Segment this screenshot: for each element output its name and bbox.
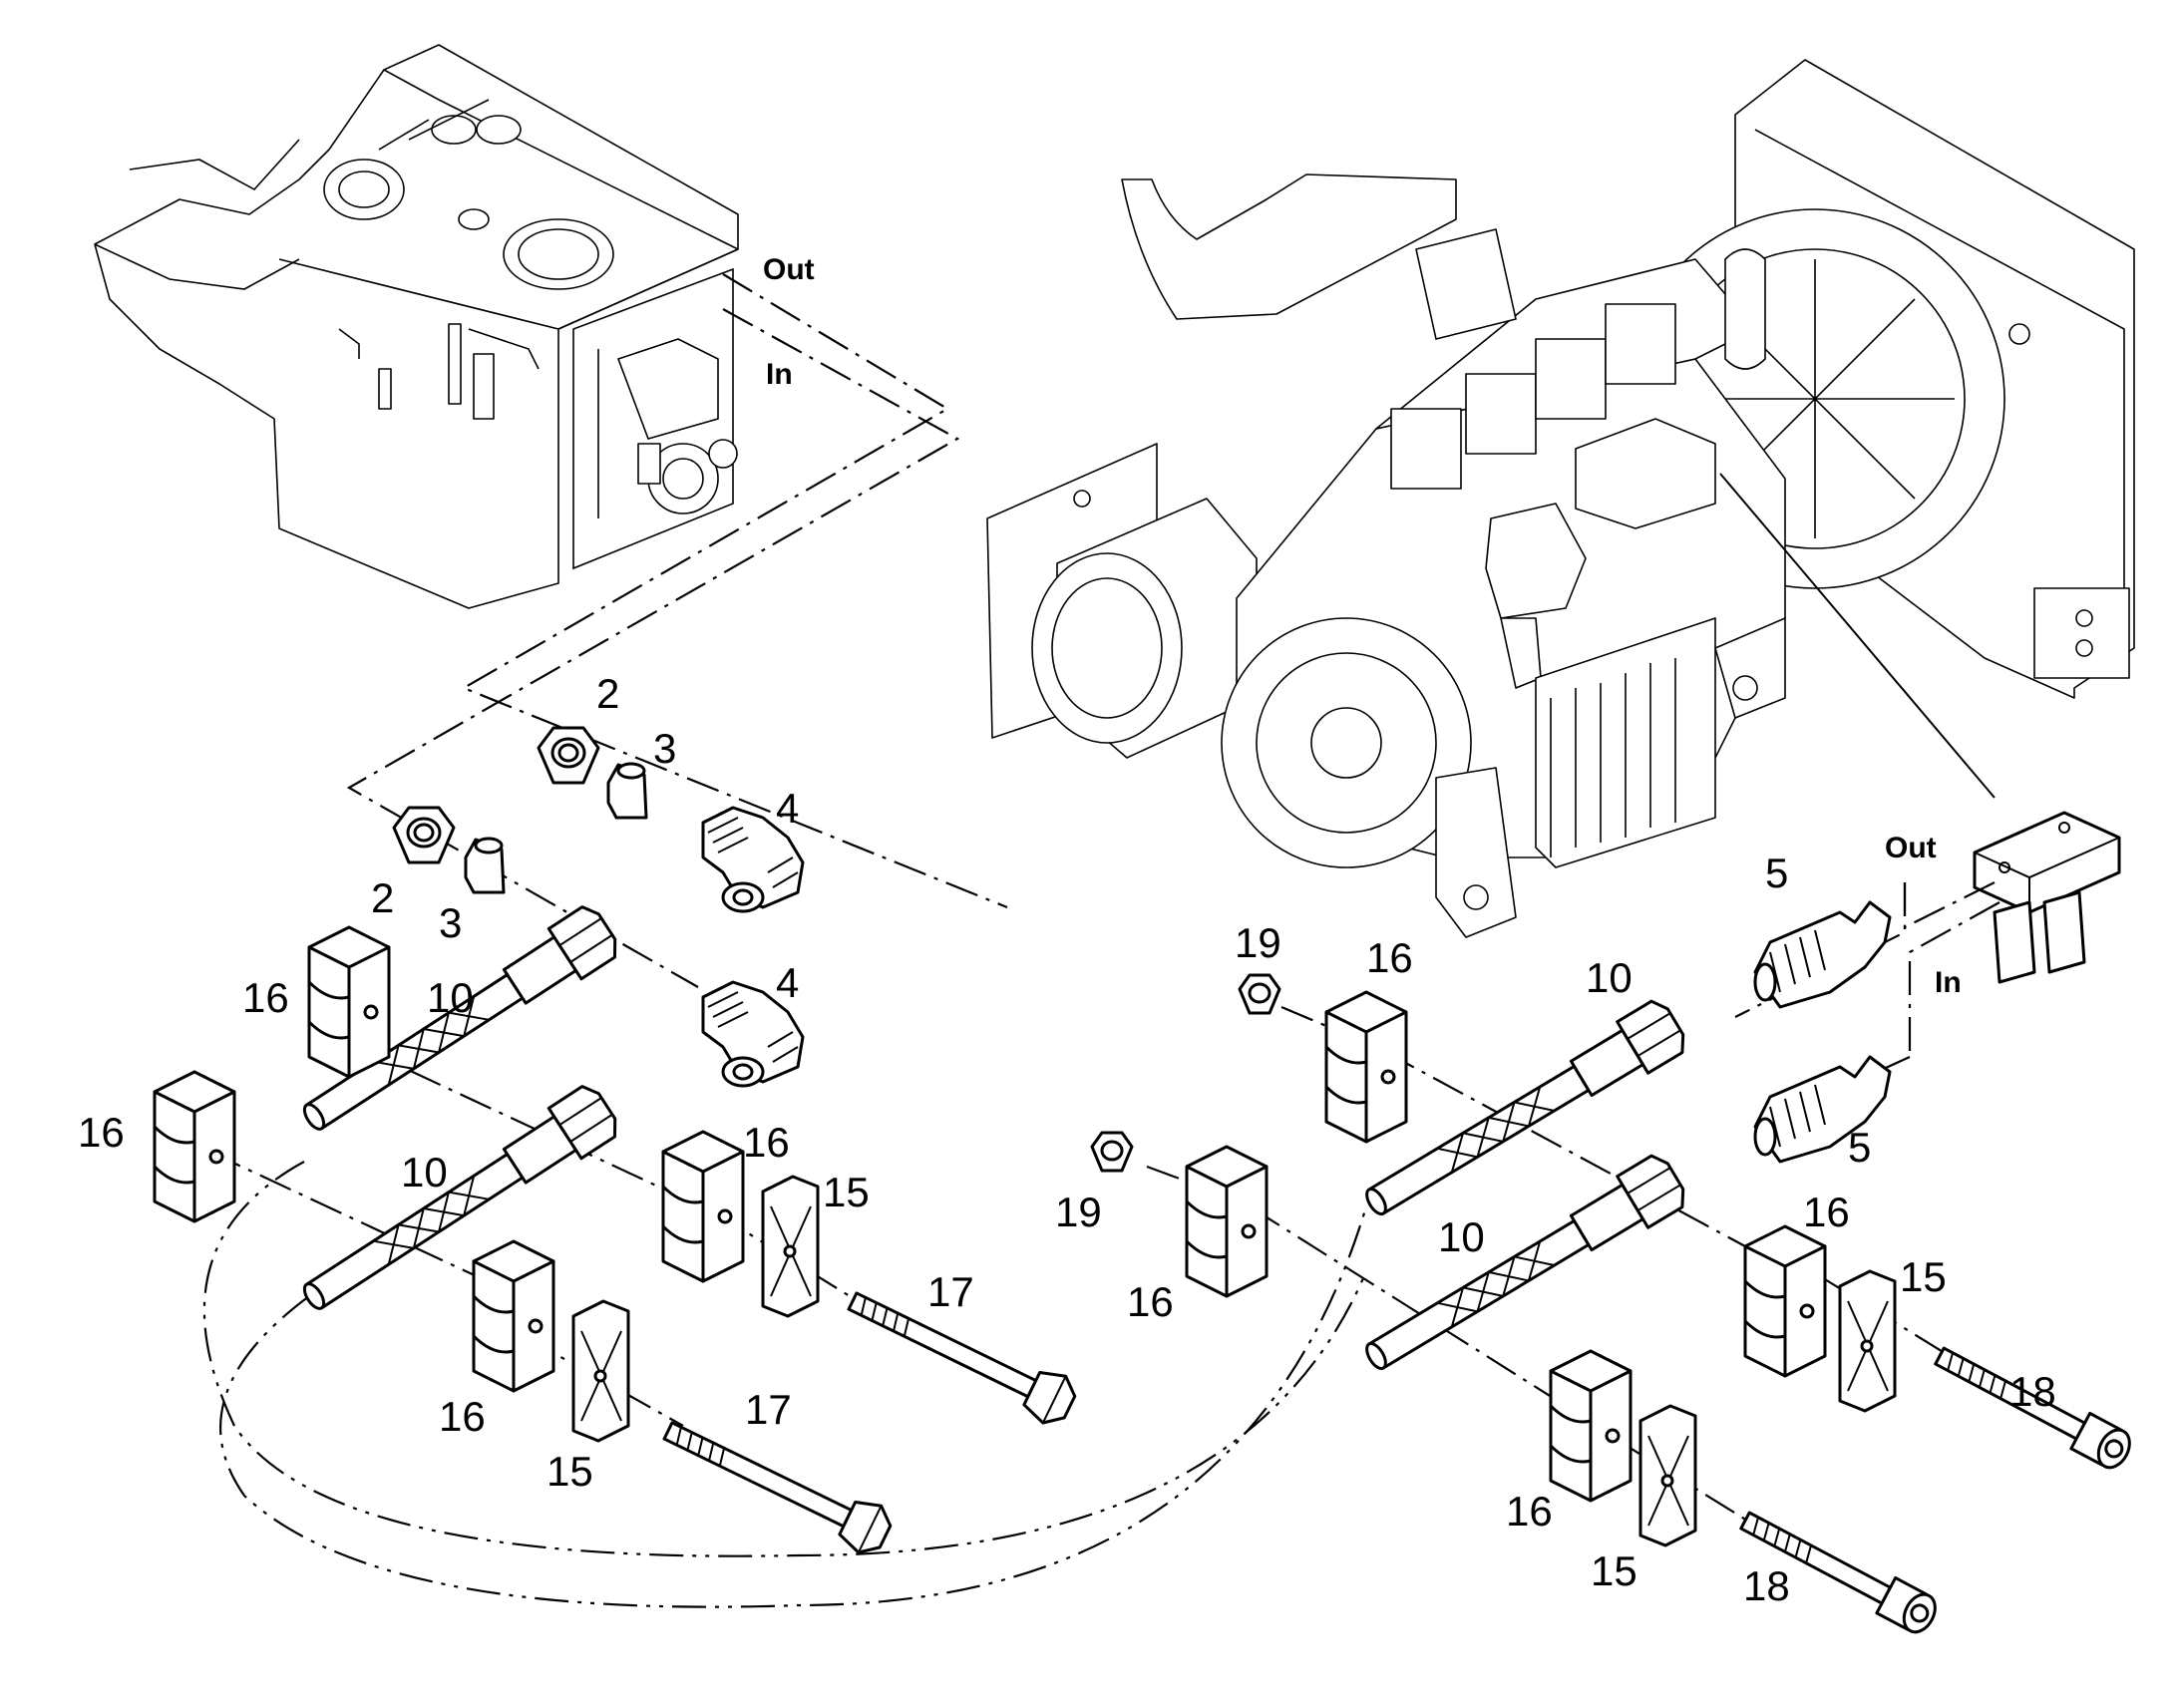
callout-16-d: 16 <box>439 1393 486 1440</box>
callout-15-a: 15 <box>823 1169 870 1215</box>
callout-16-h: 16 <box>1506 1488 1553 1535</box>
callout-16-f: 16 <box>1127 1278 1174 1325</box>
callout-18-lower: 18 <box>1743 1562 1790 1609</box>
callout-16-e: 16 <box>1366 934 1413 981</box>
callout-19-lower: 19 <box>1055 1189 1102 1235</box>
fitting-5-upper <box>1753 900 1892 1009</box>
nut-19-lower <box>1090 1131 1134 1173</box>
callout-10-b: 10 <box>401 1149 448 1196</box>
tank-in-label: In <box>766 358 793 391</box>
clamp-16-d <box>472 1239 555 1393</box>
callout-19-upper: 19 <box>1235 919 1281 966</box>
nut-2-lower <box>392 806 456 864</box>
sleeve-3-upper <box>606 762 648 820</box>
engine <box>986 59 2135 938</box>
callout-16-c: 16 <box>743 1119 790 1166</box>
tank-out-label: Out <box>763 253 815 286</box>
callout-16-b: 16 <box>78 1109 125 1156</box>
callout-15-b: 15 <box>546 1448 593 1495</box>
callout-5-lower: 5 <box>1848 1124 1871 1171</box>
sleeve-3-lower <box>464 837 506 894</box>
callout-2-upper: 2 <box>596 670 619 717</box>
callout-18-upper: 18 <box>2009 1368 2056 1415</box>
hydraulic-tank <box>94 44 739 609</box>
block-out-label: Out <box>1885 832 1937 864</box>
nut-2-upper <box>537 726 600 785</box>
clamp-16-g <box>1743 1224 1827 1378</box>
plate-15-d <box>1638 1404 1697 1547</box>
callout-4-upper: 4 <box>776 785 799 832</box>
clamp-16-b <box>153 1070 236 1223</box>
callout-17-upper: 17 <box>927 1268 974 1315</box>
callout-16-a: 16 <box>242 974 289 1021</box>
callout-5-upper: 5 <box>1765 850 1788 896</box>
plate-15-c <box>1838 1269 1897 1413</box>
clamp-16-h <box>1549 1349 1633 1503</box>
clamp-16-f <box>1185 1145 1269 1298</box>
callout-10-c: 10 <box>1586 954 1633 1001</box>
callout-3-upper: 3 <box>653 725 676 772</box>
clamp-16-c <box>661 1130 745 1283</box>
clamp-16-a <box>307 925 391 1079</box>
plate-15-b <box>571 1299 630 1443</box>
callout-10-d: 10 <box>1438 1213 1485 1260</box>
callout-16-g: 16 <box>1803 1189 1850 1235</box>
callout-10-a: 10 <box>427 974 474 1021</box>
callout-2-lower: 2 <box>371 874 394 921</box>
hose-10-left-lower <box>290 1079 625 1327</box>
callout-17-lower: 17 <box>745 1386 792 1433</box>
plate-15-a <box>761 1175 820 1318</box>
block-in-label: In <box>1935 966 1962 999</box>
valve-block <box>1719 473 2121 984</box>
callout-4-lower: 4 <box>776 959 799 1006</box>
callout-3-lower: 3 <box>439 899 462 946</box>
callout-15-d: 15 <box>1591 1547 1637 1594</box>
callout-15-c: 15 <box>1900 1253 1947 1300</box>
nut-19-upper <box>1238 973 1281 1015</box>
clamp-16-e <box>1324 990 1408 1144</box>
